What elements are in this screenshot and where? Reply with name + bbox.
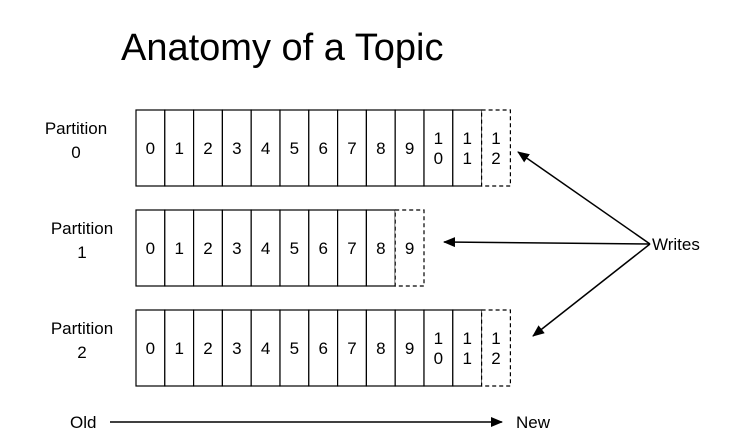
offset-label: 5 xyxy=(290,139,299,158)
offset-label: 4 xyxy=(261,139,270,158)
partition-label-number: 2 xyxy=(77,343,86,362)
offset-cell xyxy=(221,209,252,287)
offset-cell xyxy=(394,309,425,387)
offset-cell xyxy=(423,109,454,187)
offset-cell xyxy=(365,109,396,187)
offset-cell xyxy=(221,309,252,387)
write-arrow-partition-0 xyxy=(517,151,651,245)
offset-cell xyxy=(452,309,483,387)
offset-cell xyxy=(423,309,454,387)
next-offset-cell xyxy=(394,209,425,287)
partition-label-number: 0 xyxy=(71,143,80,162)
offset-label: 6 xyxy=(318,339,327,358)
offset-cell xyxy=(452,109,483,187)
offset-cell xyxy=(193,109,224,187)
partition-label-number: 1 xyxy=(77,243,86,262)
offset-cell xyxy=(164,309,195,387)
offset-cell xyxy=(337,109,368,187)
offset-cell xyxy=(279,209,310,287)
offset-label: 7 xyxy=(347,139,356,158)
offset-cell xyxy=(193,309,224,387)
offset-label: 6 xyxy=(318,139,327,158)
offset-label: 8 xyxy=(376,239,385,258)
offset-label: 1 xyxy=(174,139,183,158)
partition-label-title: Partition xyxy=(51,319,113,338)
offset-label: 9 xyxy=(405,339,414,358)
offset-label: 5 xyxy=(290,339,299,358)
partition-label-title: Partition xyxy=(45,119,107,138)
offset-label: 8 xyxy=(376,139,385,158)
offset-label: 4 xyxy=(261,239,270,258)
offset-label: 9 xyxy=(405,139,414,158)
offset-label: 3 xyxy=(232,239,241,258)
next-offset-cell xyxy=(481,309,512,387)
diagram-title: Anatomy of a Topic xyxy=(121,27,444,69)
offset-label: 7 xyxy=(347,339,356,358)
offset-cell xyxy=(365,309,396,387)
offset-label: 7 xyxy=(347,239,356,258)
offset-cell xyxy=(164,209,195,287)
timeline-new-label: New xyxy=(516,413,551,432)
offset-label: 2 xyxy=(203,239,212,258)
offset-cell xyxy=(365,209,396,287)
offset-label: 6 xyxy=(318,239,327,258)
offset-label: 2 xyxy=(203,139,212,158)
offset-cell xyxy=(135,209,166,287)
write-arrow-partition-2 xyxy=(532,243,651,337)
offset-cell xyxy=(221,109,252,187)
offset-label: 0 xyxy=(146,139,155,158)
offset-cell xyxy=(279,109,310,187)
offset-label: 3 xyxy=(232,339,241,358)
offset-cell xyxy=(135,309,166,387)
offset-cell xyxy=(394,109,425,187)
offset-label: 8 xyxy=(376,339,385,358)
offset-cell xyxy=(337,209,368,287)
offset-cell xyxy=(279,309,310,387)
offset-cell xyxy=(250,109,281,187)
timeline-old-label: Old xyxy=(70,413,96,432)
offset-cell xyxy=(250,209,281,287)
offset-cell xyxy=(308,209,339,287)
offset-label: 1 xyxy=(174,239,183,258)
next-offset-label: 9 xyxy=(405,239,414,258)
offset-cell xyxy=(250,309,281,387)
writes-label: Writes xyxy=(652,235,700,254)
offset-label: 2 xyxy=(203,339,212,358)
offset-label: 3 xyxy=(232,139,241,158)
offset-label: 0 xyxy=(146,239,155,258)
offset-cell xyxy=(193,209,224,287)
offset-cell xyxy=(164,109,195,187)
offset-label: 1 xyxy=(174,339,183,358)
offset-label: 5 xyxy=(290,239,299,258)
offset-cell xyxy=(135,109,166,187)
next-offset-cell xyxy=(481,109,512,187)
offset-label: 4 xyxy=(261,339,270,358)
write-arrow-partition-1 xyxy=(443,237,651,248)
partition-label-title: Partition xyxy=(51,219,113,238)
offset-label: 0 xyxy=(146,339,155,358)
